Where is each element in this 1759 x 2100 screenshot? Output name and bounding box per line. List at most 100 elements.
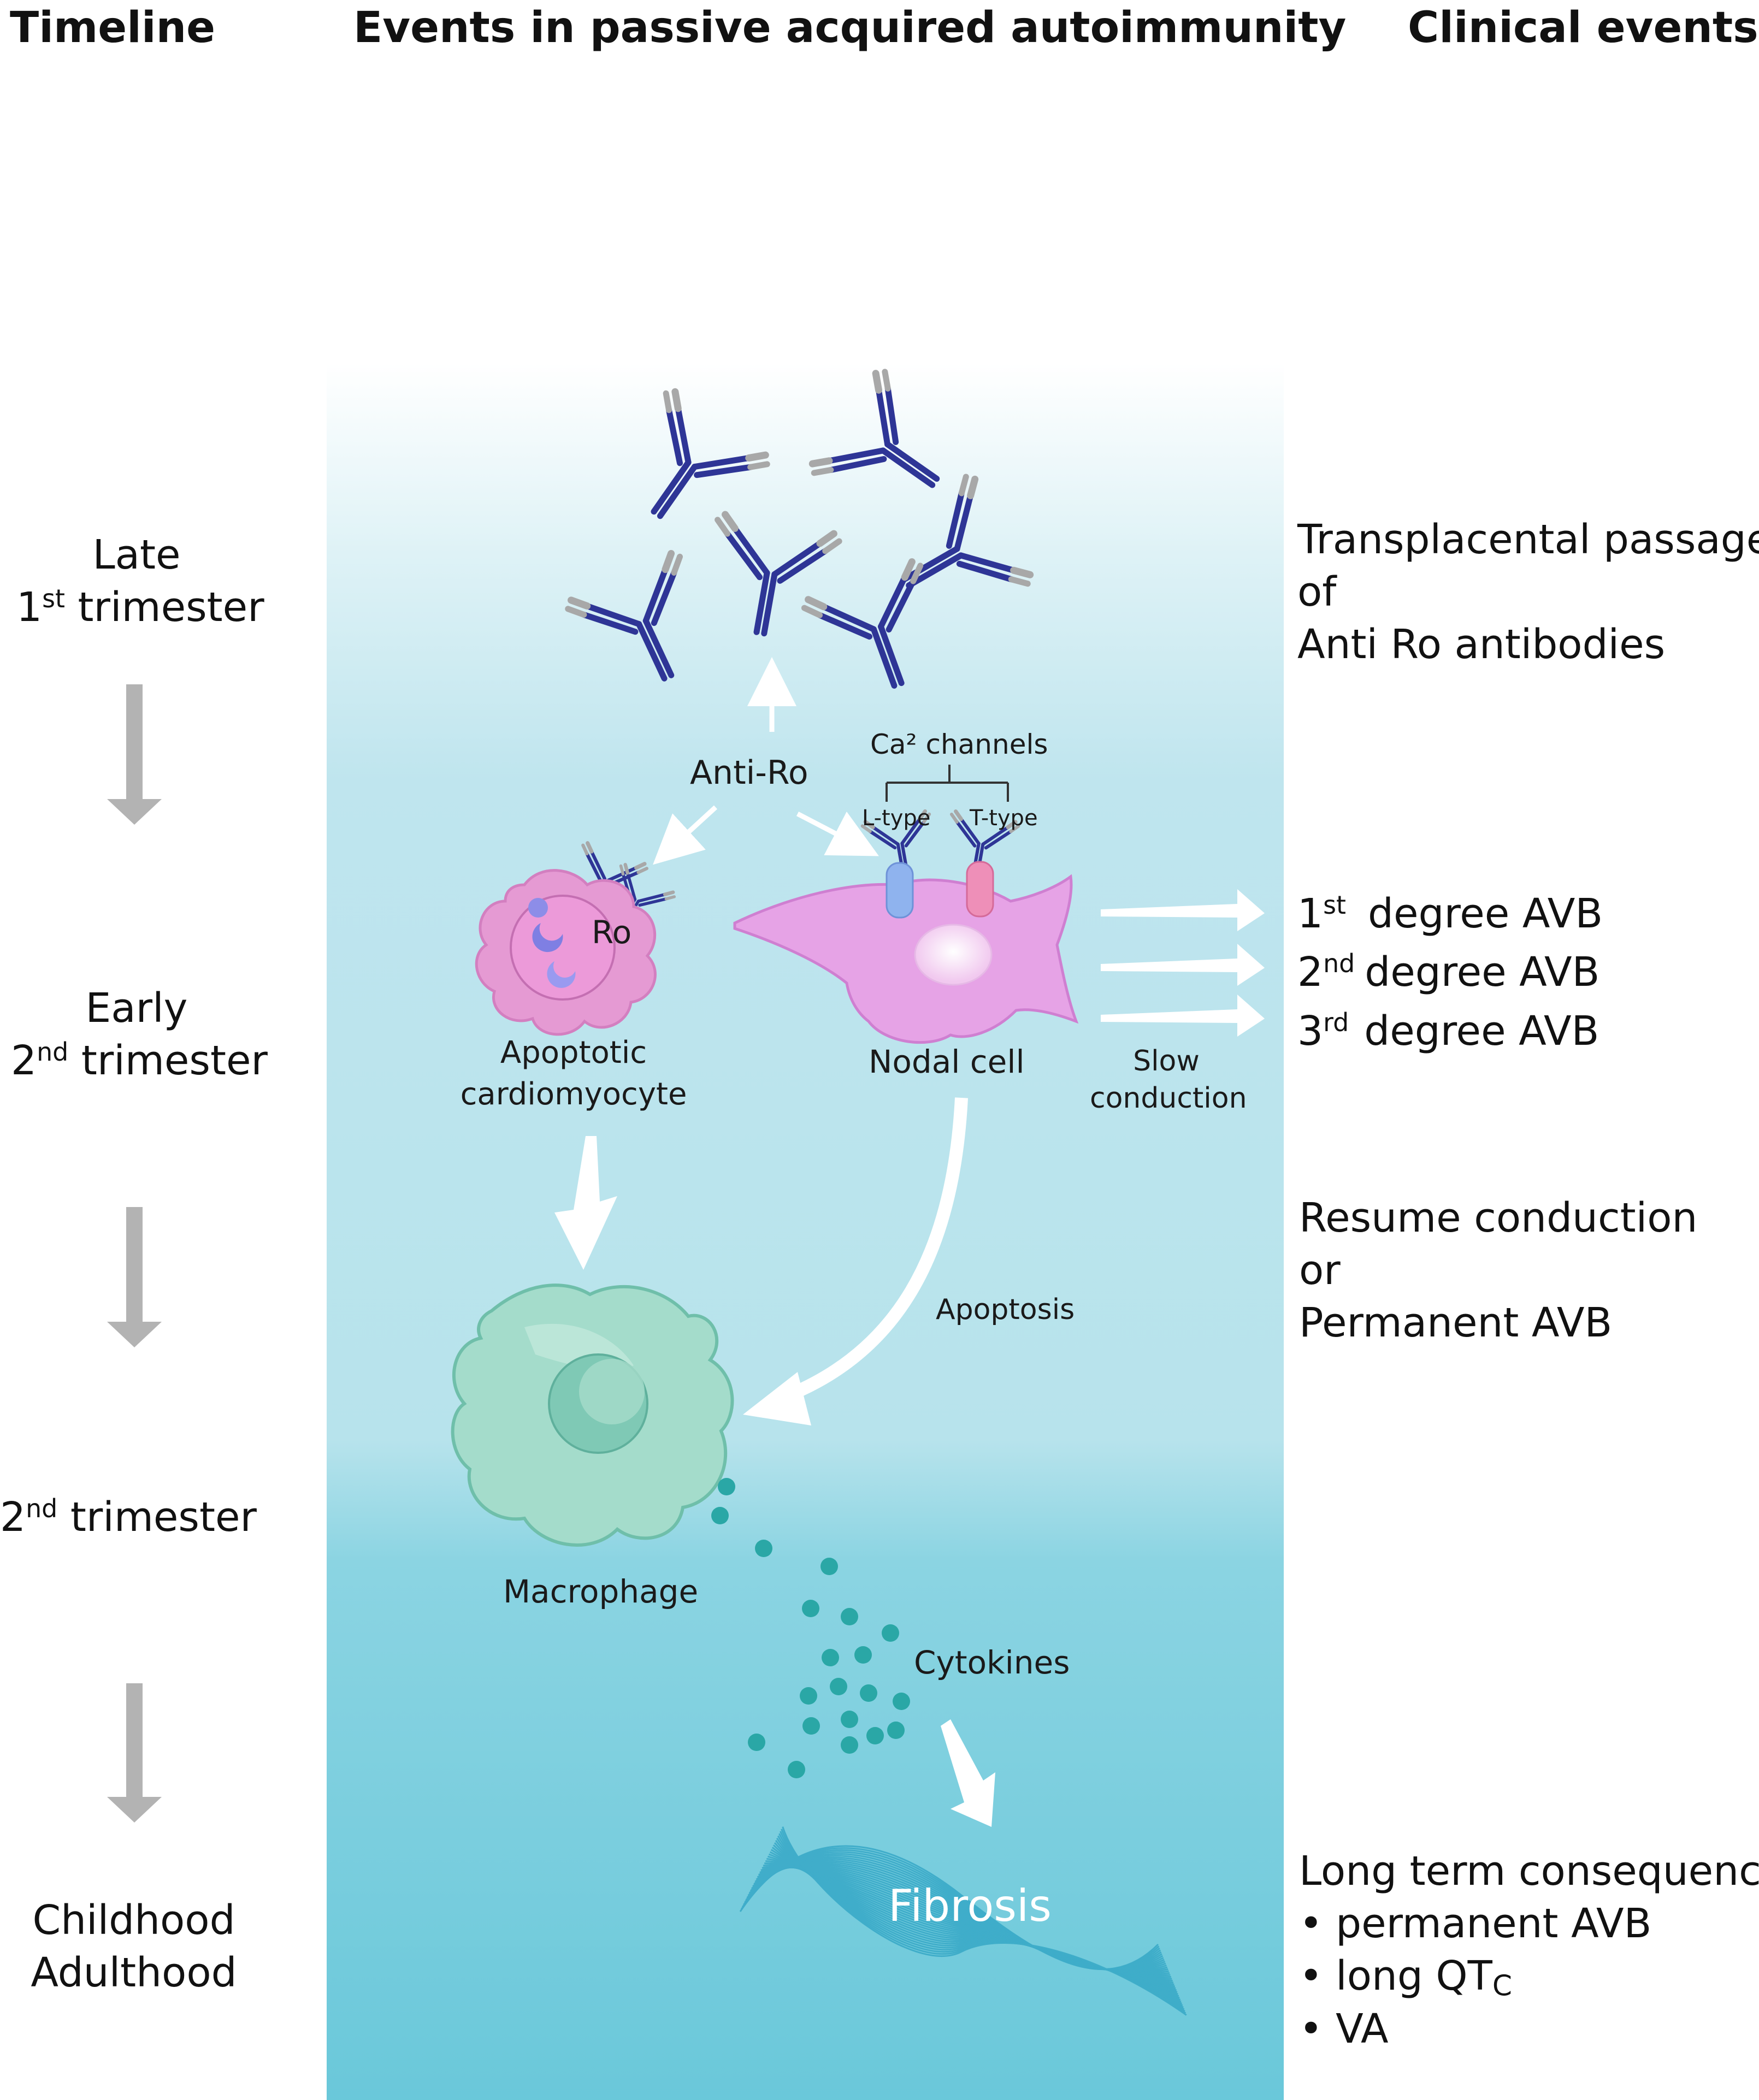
timeline-later: Childhood Adulthood <box>16 1894 251 1999</box>
header-events: Events in passive acquired autoimmunity <box>353 3 1347 52</box>
cytokine-dot <box>821 1558 838 1575</box>
apoptotic-cardiomyocyte <box>475 869 657 1036</box>
events-panel <box>327 363 1284 2100</box>
cytokine-dot <box>788 1761 805 1778</box>
label-apoptotic-cardiomyocyte: Apoptotic cardiomyocyte <box>459 1032 688 1115</box>
timeline-arrow-2 <box>107 1207 162 1347</box>
clinical-long-term: Long term consequence • permanent AVB • … <box>1299 1845 1759 2055</box>
cytokine-dot <box>841 1608 858 1625</box>
clinical-resume-line3: Permanent AVB <box>1299 1299 1613 1347</box>
timeline-early-num: 2 <box>11 1037 37 1085</box>
clinical-resume: Resume conduction or Permanent AVB <box>1299 1192 1697 1350</box>
avb-3-sup: rd <box>1323 1007 1349 1037</box>
cytokine-dot <box>755 1540 772 1557</box>
antibody-icon <box>949 809 1020 879</box>
timeline-early-rest: trimester <box>68 1037 268 1085</box>
timeline-late-sup: st <box>42 583 65 613</box>
timeline-mid-sup: nd <box>26 1493 58 1523</box>
cytokine-dots <box>711 1478 910 1778</box>
label-apoptotic: Apoptotic <box>500 1035 647 1070</box>
label-macrophage: Macrophage <box>503 1573 699 1610</box>
label-ca-channels: Ca² channels <box>870 729 1048 760</box>
cytokine-dot <box>822 1649 839 1666</box>
clinical-long-term-3: • VA <box>1299 2005 1389 2052</box>
cytokine-dot <box>802 1717 820 1735</box>
antibody-icon <box>651 388 770 519</box>
clinical-long-term-1: • permanent AVB <box>1299 1900 1652 1948</box>
clinical-long-term-title: Long term consequence <box>1299 1848 1759 1895</box>
cytokine-dot <box>802 1600 819 1617</box>
clinical-avb-3: 3rd degree AVB <box>1297 1002 1603 1061</box>
clinical-transplacental: Transplacental passage of Anti Ro antibo… <box>1297 513 1759 671</box>
white-arrows <box>554 657 1265 1827</box>
cytokine-dot <box>748 1734 765 1751</box>
cytokine-dot <box>893 1693 910 1710</box>
avb-3-num: 3 <box>1297 1007 1324 1055</box>
clinical-long-term-2-sub: C <box>1492 1969 1513 2003</box>
avb-2-text: degree AVB <box>1365 949 1600 996</box>
fibrosis-strand <box>782 1826 1187 2016</box>
label-slow: Slow <box>1133 1045 1200 1078</box>
cytokine-dot <box>854 1646 872 1664</box>
avb-3-text: degree AVB <box>1364 1007 1599 1055</box>
timeline-mid-2nd: 2nd trimester <box>0 1491 257 1543</box>
avb-1-sup: st <box>1323 890 1346 920</box>
label-t-type: T-type <box>970 806 1038 831</box>
timeline-arrow-3 <box>107 1683 162 1823</box>
timeline-childhood: Childhood <box>32 1897 235 1944</box>
timeline-mid-rest: trimester <box>57 1494 257 1541</box>
fibrosis-strands <box>739 1826 1187 2016</box>
clinical-long-term-2-text: • long QT <box>1299 1953 1492 2000</box>
timeline-late-rest: trimester <box>64 584 264 631</box>
ca-channels-bracket <box>886 765 1009 802</box>
timeline-late-label: Late <box>92 531 181 578</box>
cytokine-dot <box>882 1624 899 1642</box>
label-l-type: L-type <box>862 806 931 831</box>
cytokine-dot <box>887 1722 905 1739</box>
timeline-early-label: Early <box>85 985 188 1032</box>
cytokine-dot <box>718 1478 735 1495</box>
timeline-late-1st: Late 1st trimester <box>16 529 264 634</box>
label-conduction: conduction <box>1090 1081 1247 1115</box>
clinical-avb-1: 1st degree AVB <box>1297 885 1603 943</box>
timeline-arrow-1 <box>107 684 162 825</box>
cytokine-dot <box>800 1687 817 1705</box>
header-clinical: Clinical events <box>1408 3 1758 52</box>
avb-1-text: degree AVB <box>1367 890 1603 937</box>
timeline-late-num: 1 <box>16 584 43 631</box>
cytokine-dot <box>711 1507 729 1524</box>
antibody-icon <box>565 550 683 682</box>
label-cytokines: Cytokines <box>914 1644 1070 1681</box>
cytokine-dot <box>841 1736 858 1754</box>
clinical-transplacental-line2: of <box>1297 569 1337 616</box>
nodal-cell-shape <box>733 861 1079 1044</box>
label-fibrosis: Fibrosis <box>888 1880 1052 1931</box>
timeline-adulthood: Adulthood <box>31 1949 237 1997</box>
antibody-icon <box>801 558 924 689</box>
clinical-resume-line1: Resume conduction <box>1299 1194 1698 1241</box>
clinical-long-term-2: • long QTC <box>1299 1950 1759 2002</box>
label-anti-ro: Anti-Ro <box>690 754 808 792</box>
timeline-early-2nd: Early 2nd trimester <box>11 982 268 1087</box>
label-nodal-cell: Nodal cell <box>869 1043 1025 1080</box>
avb-1-num: 1 <box>1297 890 1324 937</box>
timeline-early-sup: nd <box>37 1037 69 1067</box>
header-timeline: Timeline <box>10 3 216 52</box>
cytokine-dot <box>860 1684 877 1702</box>
antibody-icon <box>902 474 1034 589</box>
clinical-resume-line2: or <box>1299 1247 1341 1294</box>
cytokine-dot <box>841 1711 858 1728</box>
timeline-mid-num: 2 <box>0 1494 26 1541</box>
label-slow-conduction: Slow conduction <box>1090 1043 1247 1117</box>
avb-2-sup: nd <box>1323 949 1355 979</box>
clinical-transplacental-line1: Transplacental passage <box>1297 516 1759 563</box>
cytokine-dot <box>830 1678 847 1695</box>
antibody-icon <box>808 369 940 488</box>
macrophage-shape <box>451 1283 734 1547</box>
anti-ro-antibodies <box>565 369 1034 929</box>
antibody-icon <box>715 511 842 637</box>
label-cardiomyocyte: cardiomyocyte <box>460 1076 687 1112</box>
